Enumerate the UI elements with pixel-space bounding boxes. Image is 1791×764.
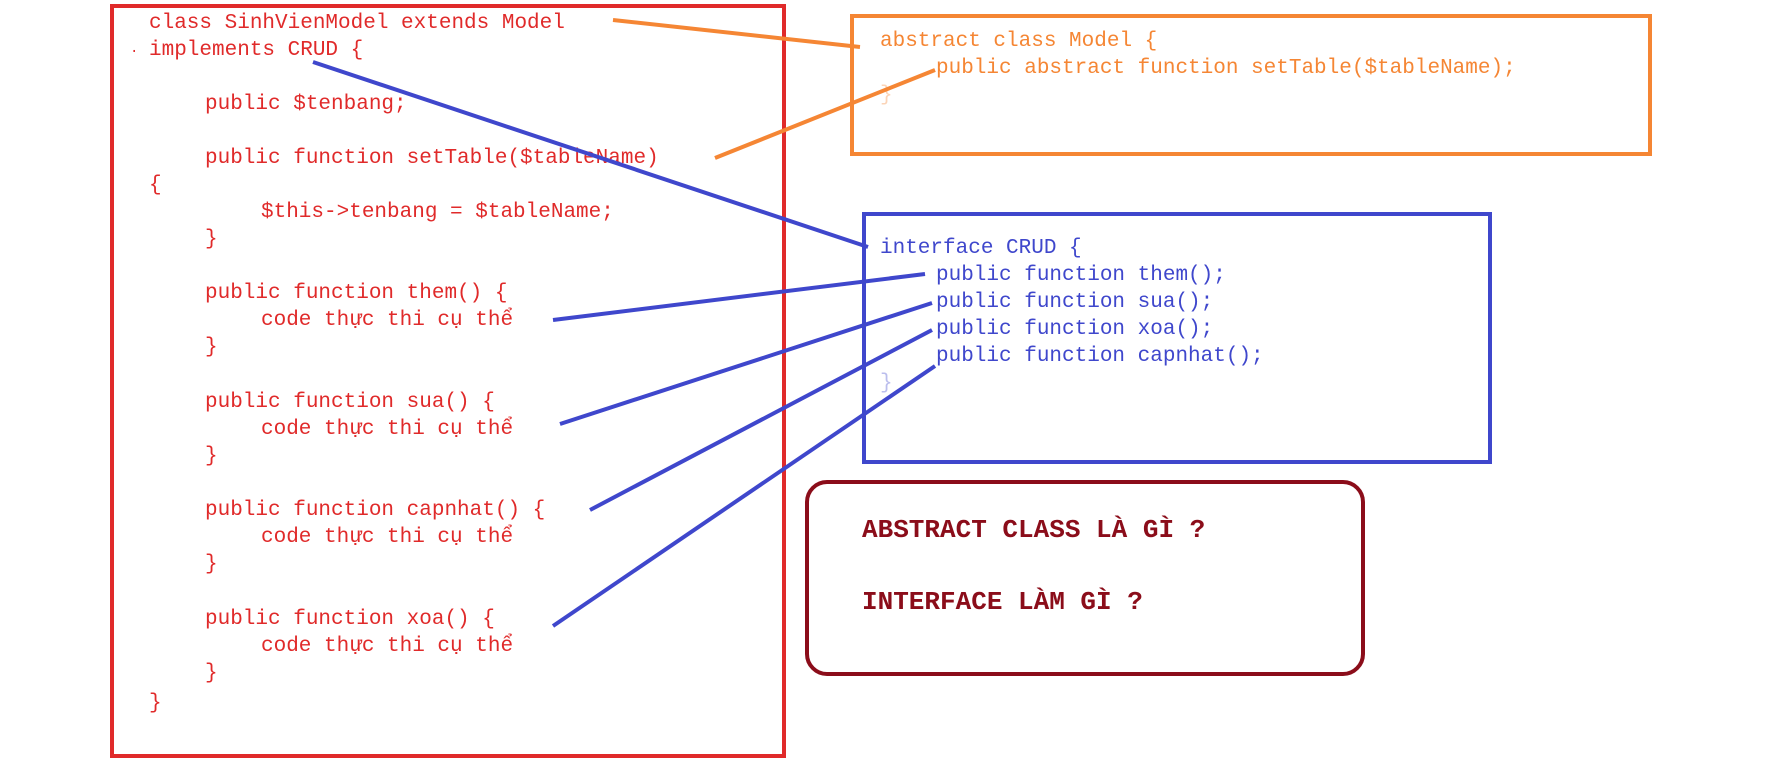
settable-body-line: $this->tenbang = $tableName; — [261, 201, 614, 224]
sua-body-line: code thực thi cụ thể — [261, 418, 514, 441]
abstract-method-line: public abstract function setTable($table… — [936, 57, 1516, 80]
interface-method-capnhat: public function capnhat(); — [936, 345, 1264, 368]
question-interface: INTERFACE LÀM GÌ ? — [862, 587, 1143, 617]
them-body-line: code thực thi cụ thể — [261, 309, 514, 332]
class-declaration-line: class SinhVienModel extends Model — [149, 12, 565, 35]
connector-them-to-interface — [552, 272, 926, 322]
implements-line: implements CRUD { — [149, 39, 364, 62]
them-method-line: public function them() { — [205, 282, 508, 305]
interface-declaration: interface CRUD { — [880, 237, 1082, 260]
xoa-close-brace: } — [205, 662, 218, 685]
settable-method-line: public function setTable($tableName) — [205, 147, 659, 170]
property-line: public $tenbang; — [205, 93, 407, 116]
them-close-brace: } — [205, 336, 218, 359]
interface-box — [862, 212, 1492, 464]
interface-method-them: public function them(); — [936, 264, 1226, 287]
interface-close-brace: } — [880, 372, 893, 395]
interface-method-xoa: public function xoa(); — [936, 318, 1214, 341]
abstract-class-box — [850, 14, 1652, 156]
connector-sua-to-interface — [559, 301, 933, 426]
class-code-box — [110, 4, 786, 758]
class-close-brace: } — [149, 692, 162, 715]
connector-xoa-to-interface — [551, 364, 937, 628]
sua-method-line: public function sua() { — [205, 391, 495, 414]
question-abstract-class: ABSTRACT CLASS LÀ GÌ ? — [862, 515, 1206, 545]
question-box — [805, 480, 1365, 676]
capnhat-body-line: code thực thi cụ thể — [261, 526, 514, 549]
connector-model-to-abstract — [612, 18, 861, 49]
interface-method-sua: public function sua(); — [936, 291, 1214, 314]
capnhat-method-line: public function capnhat() { — [205, 499, 546, 522]
capnhat-close-brace: } — [205, 553, 218, 576]
abstract-class-declaration: abstract class Model { — [880, 30, 1158, 53]
xoa-body-line: code thực thi cụ thể — [261, 635, 514, 658]
xoa-method-line: public function xoa() { — [205, 608, 495, 631]
sua-close-brace: } — [205, 445, 218, 468]
connector-capnhat-to-interface — [589, 328, 933, 512]
connector-settable-to-abstract-method — [714, 68, 936, 160]
connector-crud-to-interface — [312, 60, 869, 249]
settable-close-brace: } — [205, 228, 218, 251]
settable-open-brace: { — [149, 174, 162, 197]
stray-dot: . — [130, 41, 139, 57]
